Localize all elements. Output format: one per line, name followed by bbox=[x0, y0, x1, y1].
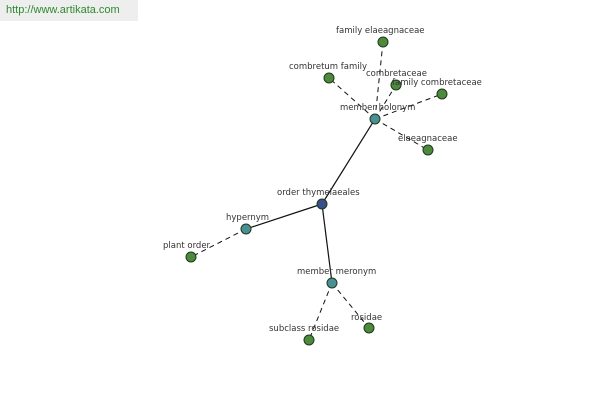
graph-nodes bbox=[185, 36, 448, 346]
edge-member-holonym-to-family-combretaceae bbox=[374, 93, 443, 120]
graph-labels: order thymelaeales member holonym hypernym… bbox=[163, 26, 482, 334]
node-subclass-rosidae[interactable] bbox=[303, 334, 315, 346]
edge-member-holonym-to-combretum-family bbox=[328, 77, 376, 120]
node-combretum-family[interactable] bbox=[323, 72, 335, 84]
node-family-elaeagnaceae[interactable] bbox=[377, 36, 389, 48]
node-label-rosidae: rosidae bbox=[351, 313, 382, 323]
node-label-family-combretaceae: family combretaceae bbox=[392, 78, 482, 88]
edge-member-holonym-to-family-elaeagnaceae bbox=[374, 41, 384, 120]
site-url-watermark: http://www.artikata.com bbox=[0, 0, 138, 21]
edge-member-meronym-to-subclass-rosidae bbox=[308, 282, 333, 341]
graph-edges bbox=[190, 41, 443, 341]
node-label-plant-order: plant order bbox=[163, 241, 211, 251]
edge-hypernym-to-plant-order bbox=[190, 228, 247, 258]
edge-member-holonym-to-combretaceae bbox=[374, 84, 397, 120]
node-plant-order[interactable] bbox=[185, 251, 197, 263]
node-order-thymelaeales[interactable] bbox=[316, 198, 328, 210]
edge-order-thymelaeales-to-member-holonym bbox=[321, 118, 376, 205]
node-label-hypernym: hypernym bbox=[226, 213, 269, 223]
node-label-combretum-family: combretum family bbox=[289, 62, 367, 72]
node-elaeagnaceae[interactable] bbox=[422, 144, 434, 156]
node-label-order-thymelaeales: order thymelaeales bbox=[277, 188, 360, 198]
edge-order-thymelaeales-to-member-meronym bbox=[321, 203, 333, 284]
node-rosidae[interactable] bbox=[363, 322, 375, 334]
node-family-combretaceae[interactable] bbox=[436, 88, 448, 100]
node-label-family-elaeagnaceae: family elaeagnaceae bbox=[336, 26, 425, 36]
node-label-combretaceae: combretaceae bbox=[366, 69, 427, 79]
node-label-elaeagnaceae: elaeagnaceae bbox=[398, 134, 458, 144]
node-member-holonym[interactable] bbox=[369, 113, 381, 125]
edge-order-thymelaeales-to-hypernym bbox=[245, 203, 323, 230]
node-label-subclass-rosidae: subclass rosidae bbox=[269, 324, 339, 334]
edge-member-meronym-to-rosidae bbox=[331, 282, 370, 329]
node-label-member-holonym: member holonym bbox=[340, 103, 415, 113]
node-combretaceae[interactable] bbox=[390, 79, 402, 91]
edge-member-holonym-to-elaeagnaceae bbox=[374, 118, 429, 151]
node-hypernym[interactable] bbox=[240, 223, 252, 235]
node-member-meronym[interactable] bbox=[326, 277, 338, 289]
node-label-member-meronym: member meronym bbox=[297, 267, 376, 277]
